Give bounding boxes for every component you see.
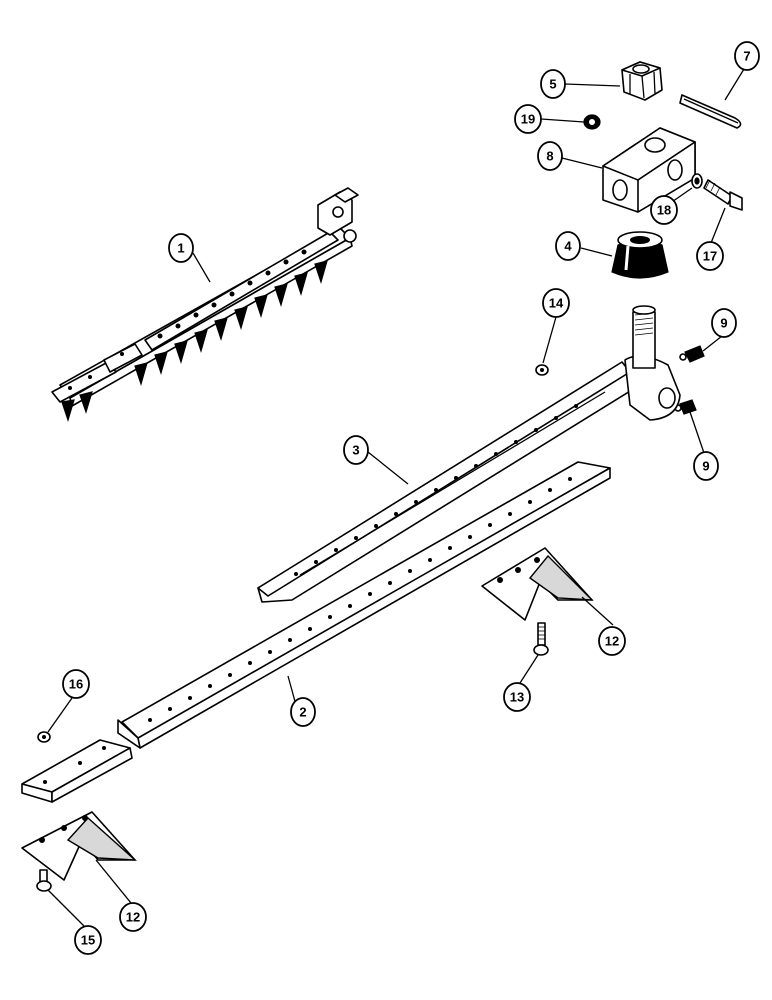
svg-text:12: 12 — [605, 634, 619, 649]
svg-text:13: 13 — [510, 690, 524, 705]
svg-text:7: 7 — [743, 49, 750, 64]
callout-8: 8 — [537, 141, 563, 171]
part-3-knife-arm — [257, 305, 681, 603]
part-12-knife-section-right — [481, 547, 594, 621]
part-19-nut — [583, 114, 601, 130]
part-9-grease-fitting-upper — [679, 345, 705, 363]
part-13-screw — [533, 622, 549, 656]
svg-text:18: 18 — [657, 203, 671, 218]
leader-lines — [47, 68, 745, 927]
callout-9-lower: 9 — [693, 451, 719, 481]
callout-14: 14 — [542, 288, 570, 318]
svg-text:3: 3 — [352, 443, 359, 458]
callout-12-left: 12 — [119, 902, 147, 932]
svg-text:12: 12 — [126, 910, 140, 925]
svg-text:9: 9 — [702, 459, 709, 474]
part-4-bearing-cone — [611, 231, 669, 279]
callout-15: 15 — [74, 925, 102, 955]
part-2-sickle-bar — [21, 461, 611, 803]
callout-17: 17 — [696, 241, 724, 271]
svg-text:16: 16 — [69, 677, 83, 692]
part-17-bolt — [703, 179, 743, 211]
svg-text:1: 1 — [177, 241, 184, 256]
svg-text:9: 9 — [720, 316, 727, 331]
callout-9-upper: 9 — [711, 308, 737, 338]
part-1-sickle-assembly — [51, 187, 359, 422]
callout-2: 2 — [290, 697, 316, 727]
callout-12-right: 12 — [598, 626, 626, 656]
svg-text:5: 5 — [549, 77, 556, 92]
svg-text:17: 17 — [703, 249, 717, 264]
svg-text:8: 8 — [546, 149, 553, 164]
part-15-screw — [36, 869, 52, 892]
part-18-washer — [691, 173, 703, 189]
callout-13: 13 — [503, 682, 531, 712]
svg-text:14: 14 — [549, 296, 564, 311]
part-12-knife-section-left — [21, 811, 137, 881]
callout-7: 7 — [734, 41, 760, 71]
callout-3: 3 — [343, 435, 369, 465]
callout-19: 19 — [514, 104, 542, 134]
part-14-nut — [535, 364, 549, 376]
callout-1: 1 — [168, 233, 194, 263]
part-16-nut — [37, 731, 51, 743]
callout-4: 4 — [555, 231, 581, 261]
callout-5: 5 — [540, 69, 566, 99]
part-7-cotter-pin — [679, 94, 742, 129]
svg-text:19: 19 — [521, 112, 535, 127]
svg-text:15: 15 — [81, 933, 95, 948]
part-8-knife-head-block — [602, 127, 696, 213]
part-5-castle-nut — [621, 61, 663, 101]
callout-18: 18 — [650, 195, 678, 225]
svg-text:2: 2 — [299, 705, 306, 720]
svg-text:4: 4 — [564, 239, 572, 254]
callout-16: 16 — [62, 669, 90, 699]
